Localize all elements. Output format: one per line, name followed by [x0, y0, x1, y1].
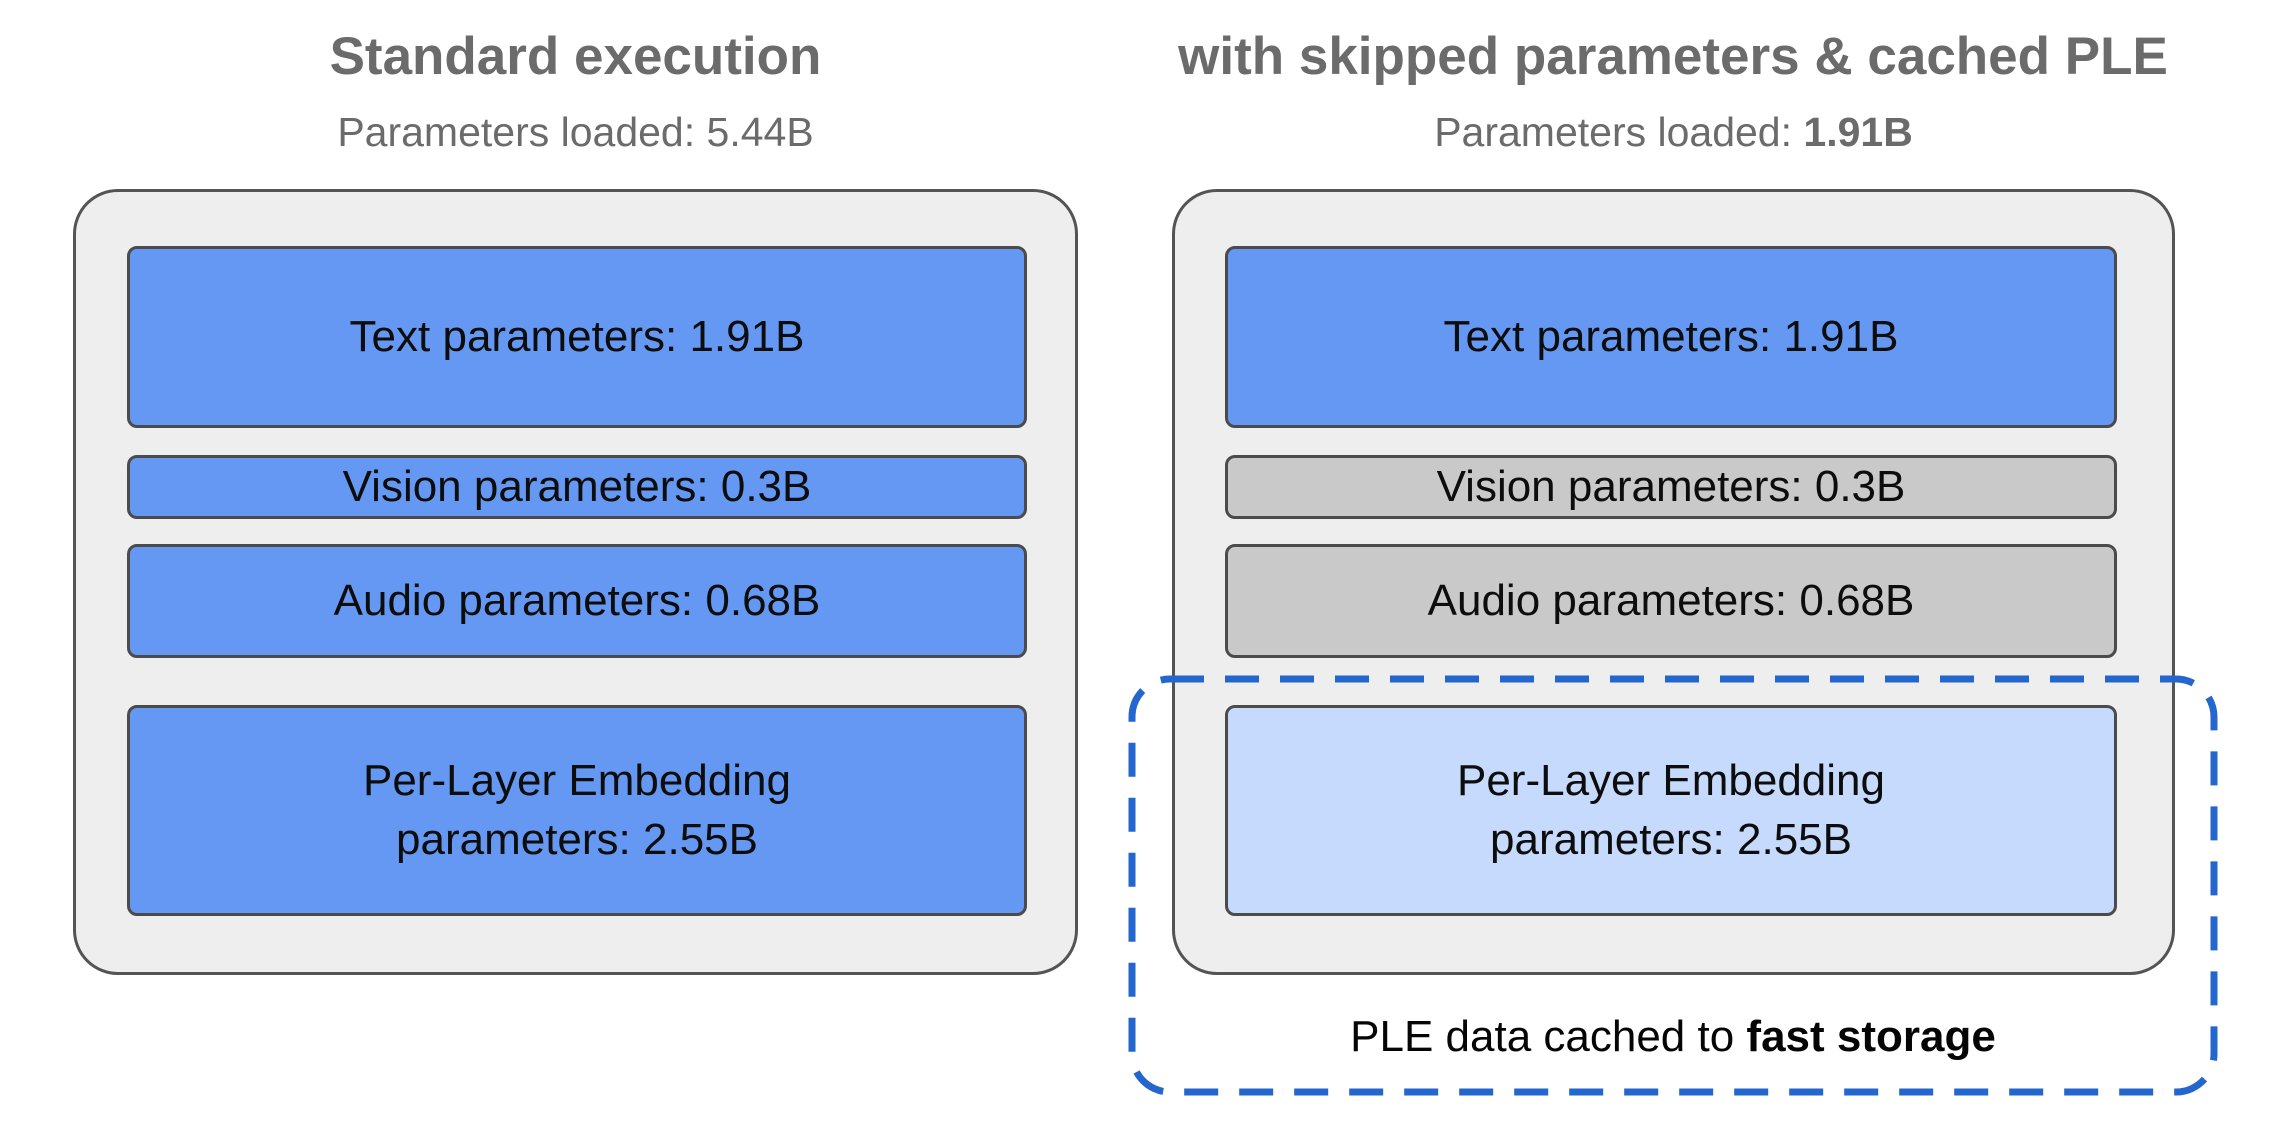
param-box-vision: Vision parameters: 0.3B [127, 455, 1027, 519]
param-box-ple-cached: Per-Layer Embedding parameters: 2.55B [1225, 705, 2117, 916]
ple-label-line1: Per-Layer Embedding [362, 756, 791, 806]
param-box-text: Text parameters: 1.91B [127, 246, 1027, 428]
left-panel-title: Standard execution [329, 27, 822, 86]
param-box-audio: Audio parameters: 0.68B [127, 544, 1027, 658]
ple-label-line1: Per-Layer Embedding [1456, 756, 1885, 806]
ple-label-line2: parameters: 2.55B [396, 814, 758, 864]
param-box-vision-skipped: Vision parameters: 0.3B [1225, 455, 2117, 519]
left-panel-subtitle: Parameters loaded: 5.44B [73, 109, 1078, 156]
right-subtitle-prefix: Parameters loaded: [1434, 109, 1804, 155]
cache-caption: PLE data cached to fast storage [1132, 1012, 2214, 1062]
cache-caption-prefix: PLE data cached to [1350, 1012, 1747, 1061]
right-panel-subtitle: Parameters loaded: 1.91B [1172, 109, 2175, 156]
param-box-ple: Per-Layer Embedding parameters: 2.55B [127, 705, 1027, 916]
skipped-execution-container: Text parameters: 1.91B Vision parameters… [1172, 189, 2175, 975]
param-box-text: Text parameters: 1.91B [1225, 246, 2117, 428]
left-subtitle-value: 5.44B [706, 109, 814, 155]
ple-label-line2: parameters: 2.55B [1490, 814, 1852, 864]
param-box-audio-skipped: Audio parameters: 0.68B [1225, 544, 2117, 658]
left-subtitle-prefix: Parameters loaded: [337, 109, 707, 155]
right-subtitle-value: 1.91B [1803, 109, 1913, 155]
cache-caption-bold: fast storage [1746, 1012, 1996, 1061]
right-panel-title: with skipped parameters & cached PLE [1178, 27, 2168, 86]
standard-execution-container: Text parameters: 1.91B Vision parameters… [73, 189, 1078, 975]
